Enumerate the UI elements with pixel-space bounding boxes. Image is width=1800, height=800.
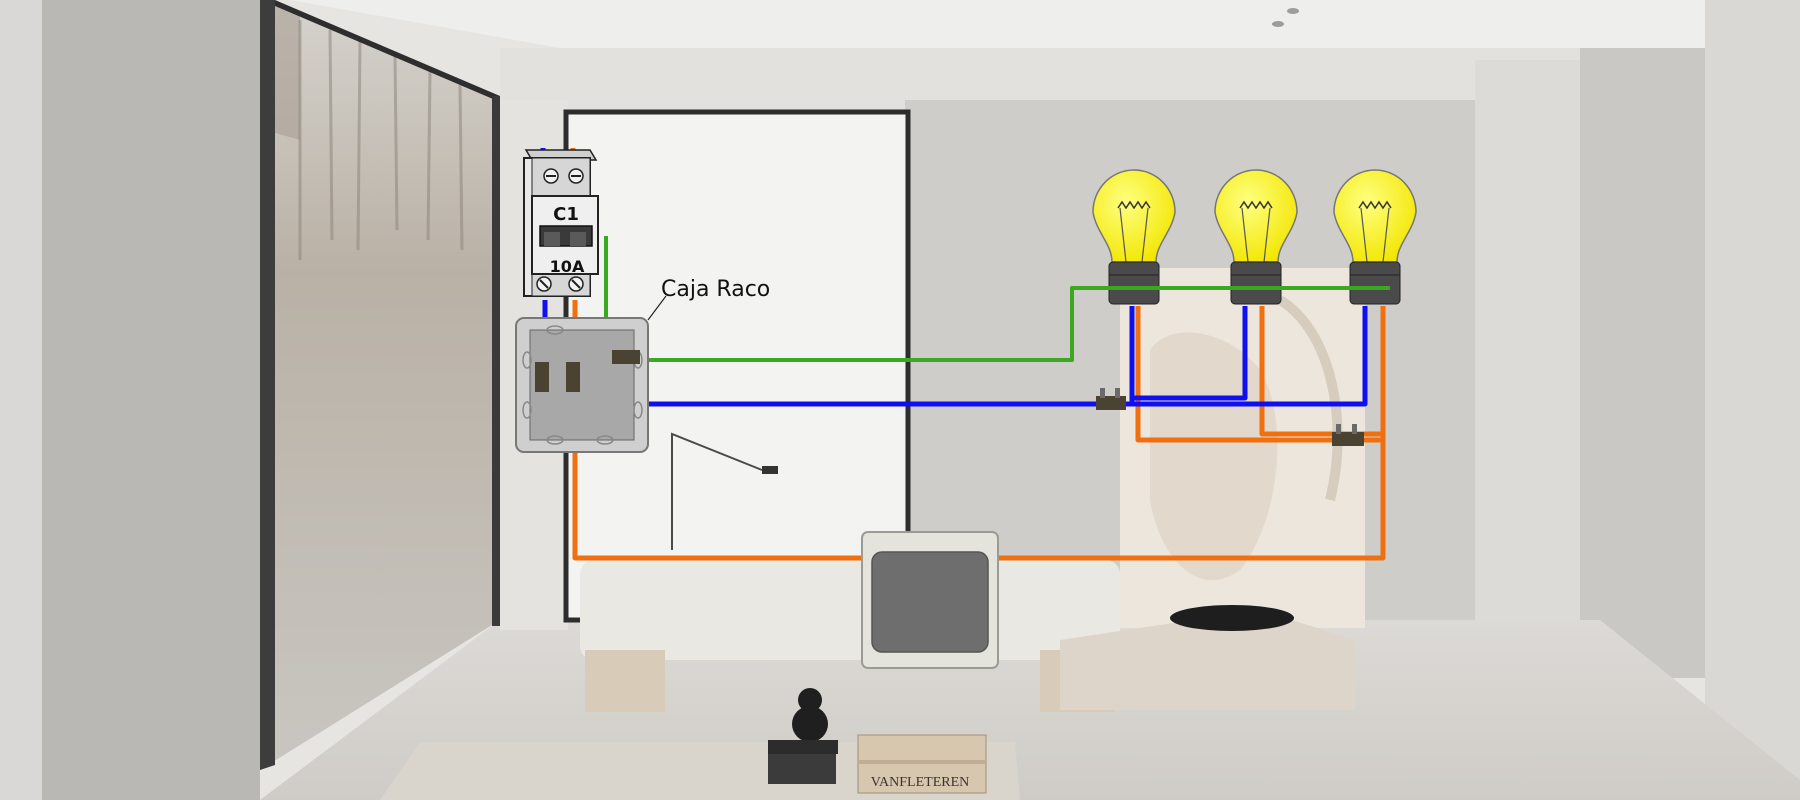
callout-leader-line [647,295,667,321]
wire-connector-neutral [1096,388,1126,410]
breaker-rating-label: 10A [550,257,585,276]
light-switch [861,531,999,669]
bulb-2 [1214,169,1298,305]
breaker-circuit-label: C1 [553,204,579,225]
wire-connector-phase [1332,424,1364,446]
junction-box [515,317,649,453]
junction-box-label: Caja Raco [661,277,770,302]
circuit-breaker [523,149,599,297]
bulb-1 [1092,169,1176,305]
book-spine-text: VANFLETEREN [871,775,970,790]
bulb-3 [1333,169,1417,305]
